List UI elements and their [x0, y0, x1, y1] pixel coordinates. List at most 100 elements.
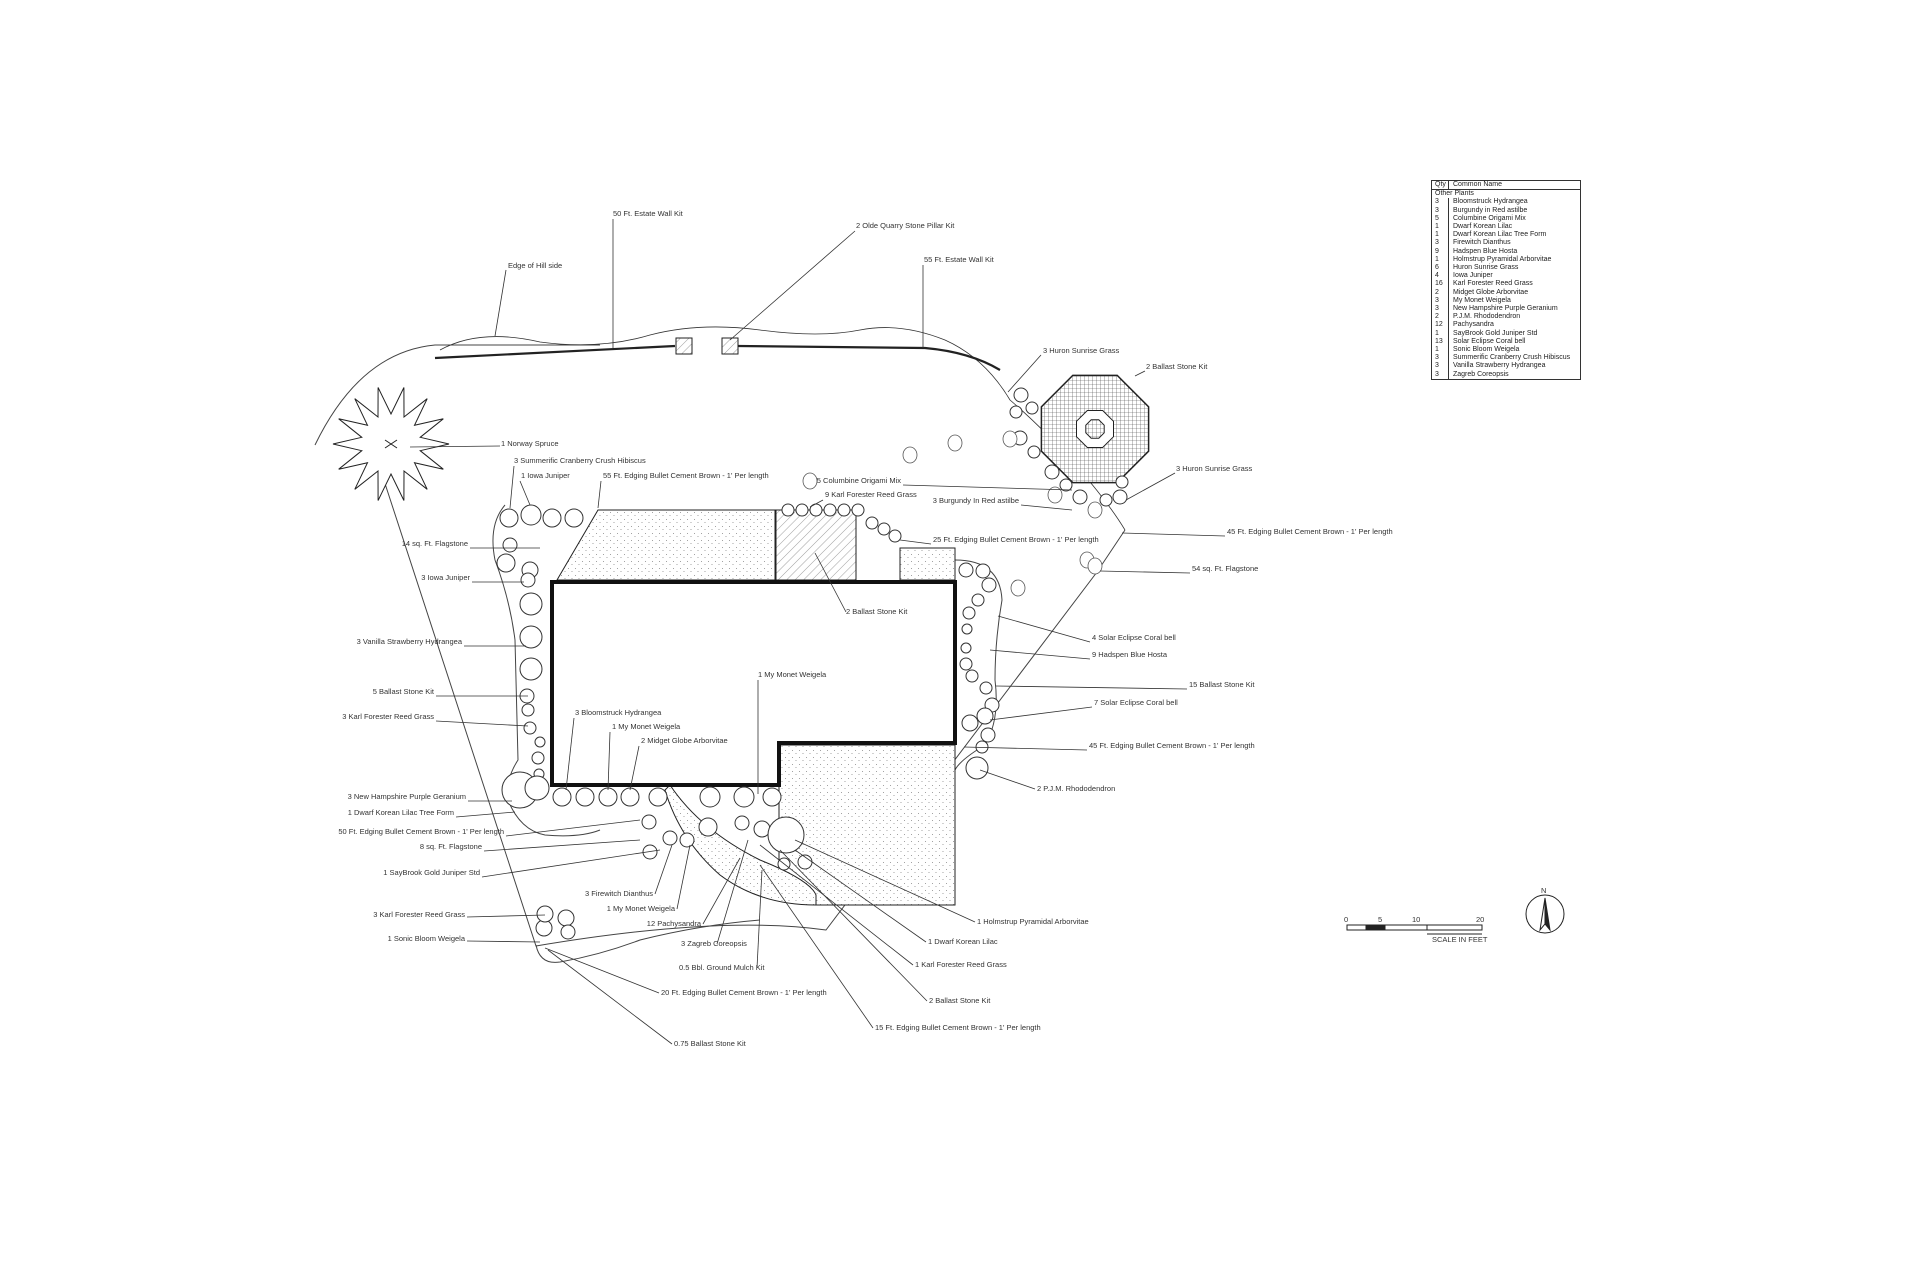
- plant-symbol: [1027, 445, 1041, 459]
- callout-zagreb: 3 Zagreb Coreopsis: [681, 939, 747, 948]
- north-arrow-icon: N: [1525, 886, 1565, 934]
- plant-symbol: [837, 503, 851, 517]
- hillside-edge: [439, 326, 1126, 531]
- leader-line: [409, 445, 501, 448]
- plant-symbol: [958, 562, 974, 578]
- callout-mulch: 0.5 Bbl. Ground Mulch Kit: [679, 963, 765, 972]
- plant-symbol: [795, 503, 809, 517]
- callout-flagstone-8: 8 sq. Ft. Flagstone: [420, 842, 482, 851]
- leader-line: [1134, 370, 1146, 377]
- plant-symbol: [1059, 478, 1073, 492]
- leader-line: [809, 499, 824, 508]
- plant-symbol: [524, 775, 550, 801]
- plant-symbol: [648, 787, 668, 807]
- boulder-symbol: [1010, 579, 1026, 597]
- callout-dwarf-lilac: 1 Dwarf Korean Lilac: [928, 937, 998, 946]
- legend-plant-name: Hadspen Blue Hosta: [1453, 247, 1518, 255]
- callout-karl-3-low: 3 Karl Forester Reed Grass: [373, 910, 465, 919]
- legend-name-header: Common Name: [1453, 181, 1503, 188]
- plant-symbol: [762, 787, 782, 807]
- callout-huron-top: 3 Huron Sunrise Grass: [1043, 346, 1120, 355]
- boulder-symbol: [947, 434, 963, 452]
- plant-symbol: [520, 504, 542, 526]
- plant-symbol: [1112, 489, 1128, 505]
- legend-qty: 4: [1432, 272, 1449, 281]
- callout-edging-55: 55 Ft. Edging Bullet Cement Brown - 1' P…: [603, 471, 769, 480]
- legend-plant-name: Zagreb Coreopsis: [1453, 370, 1509, 378]
- plant-symbol: [979, 681, 993, 695]
- callout-pjm: 2 P.J.M. Rhododendron: [1037, 784, 1115, 793]
- callout-coral-4: 4 Solar Eclipse Coral bell: [1092, 633, 1176, 642]
- plant-symbol: [781, 503, 795, 517]
- legend-section: Other Plants: [1432, 189, 1580, 198]
- plant-symbol: [542, 508, 562, 528]
- callout-iowa-1: 1 Iowa Juniper: [521, 471, 570, 480]
- legend-qty: 16: [1432, 280, 1449, 289]
- legend-plant-name: Burgundy in Red astilbe: [1453, 206, 1528, 214]
- plant-symbol: [975, 563, 991, 579]
- leader-line: [544, 947, 660, 994]
- legend-qty: 1: [1432, 255, 1449, 265]
- scale-tick-5: 5: [1378, 915, 1382, 924]
- plant-symbol: [981, 577, 997, 593]
- boulder-symbol: [1047, 486, 1063, 504]
- scale-caption: SCALE IN FEET: [1432, 935, 1488, 944]
- leader-line: [547, 949, 673, 1045]
- legend-qty: 1: [1432, 231, 1449, 240]
- plant-symbol: [598, 787, 618, 807]
- stone-pillar: [675, 337, 693, 355]
- callout-firewitch: 3 Firewitch Dianthus: [585, 889, 653, 898]
- legend-plant-name: Midget Globe Arborvitae: [1453, 288, 1529, 296]
- leader-line: [794, 849, 927, 943]
- callout-ballast-15: 15 Ballast Stone Kit: [1189, 680, 1255, 689]
- plant-symbol: [519, 625, 543, 649]
- legend-qty-header: Qty: [1432, 181, 1449, 190]
- legend-qty: 3: [1432, 370, 1449, 379]
- plant-symbols: [496, 387, 1129, 940]
- callout-norway-spruce: 1 Norway Spruce: [501, 439, 559, 448]
- plant-symbol: [1044, 464, 1060, 480]
- plant-symbol: [971, 593, 985, 607]
- stone-pillar: [721, 337, 739, 355]
- plant-symbol: [865, 516, 879, 530]
- callout-edging-45-right: 45 Ft. Edging Bullet Cement Brown - 1' P…: [1089, 741, 1255, 750]
- leader-line: [607, 731, 611, 791]
- legend-qty: 3: [1432, 198, 1449, 207]
- leader-line: [902, 484, 1073, 491]
- callout-iowa-3: 3 Iowa Juniper: [421, 573, 470, 582]
- callout-coral-7: 7 Solar Eclipse Coral bell: [1094, 698, 1178, 707]
- plant-symbol: [641, 814, 657, 830]
- plant-symbol: [620, 787, 640, 807]
- right-planting-bed: [954, 559, 1003, 771]
- callout-vanilla: 3 Vanilla Strawberry Hydrangea: [357, 637, 463, 646]
- plant-symbol: [557, 909, 575, 927]
- plant-symbol: [552, 787, 572, 807]
- legend-qty: 13: [1432, 337, 1449, 347]
- plant-symbol: [734, 815, 750, 831]
- legend-plant-name: Holmstrup Pyramidal Arborvitae: [1453, 255, 1552, 263]
- callout-astilbe: 3 Burgundy In Red astilbe: [933, 496, 1019, 505]
- left-planting-bed: [492, 504, 601, 837]
- paved-areas: [556, 509, 956, 906]
- legend-qty: 3: [1432, 239, 1449, 248]
- leader-line: [759, 864, 874, 1029]
- scale-tick-0: 0: [1344, 915, 1348, 924]
- legend-qty: 12: [1432, 321, 1449, 330]
- callout-edging-45-top: 45 Ft. Edging Bullet Cement Brown - 1' P…: [1227, 527, 1393, 536]
- plant-symbol: [531, 751, 545, 765]
- leader-line: [779, 849, 928, 1002]
- leader-line: [1007, 354, 1042, 393]
- leader-line: [1020, 504, 1073, 511]
